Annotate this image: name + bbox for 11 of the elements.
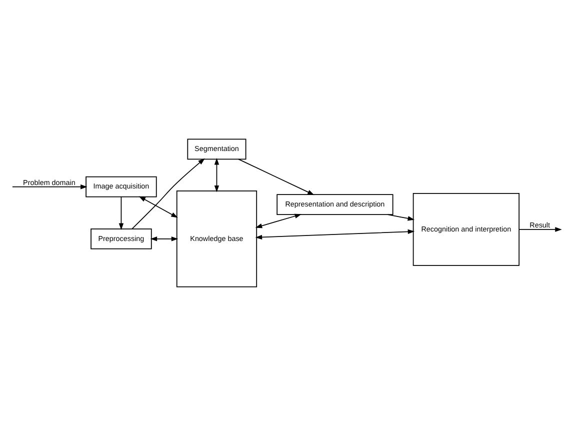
arrow [138, 196, 178, 218]
arrow [255, 228, 415, 240]
arrow [255, 213, 302, 228]
arrow [150, 236, 178, 241]
arrow [118, 196, 124, 230]
arrow [214, 157, 220, 192]
arrow [132, 158, 205, 229]
arrow [238, 158, 314, 195]
arrow [12, 184, 88, 189]
arrow [387, 214, 415, 220]
arrow [518, 226, 562, 232]
